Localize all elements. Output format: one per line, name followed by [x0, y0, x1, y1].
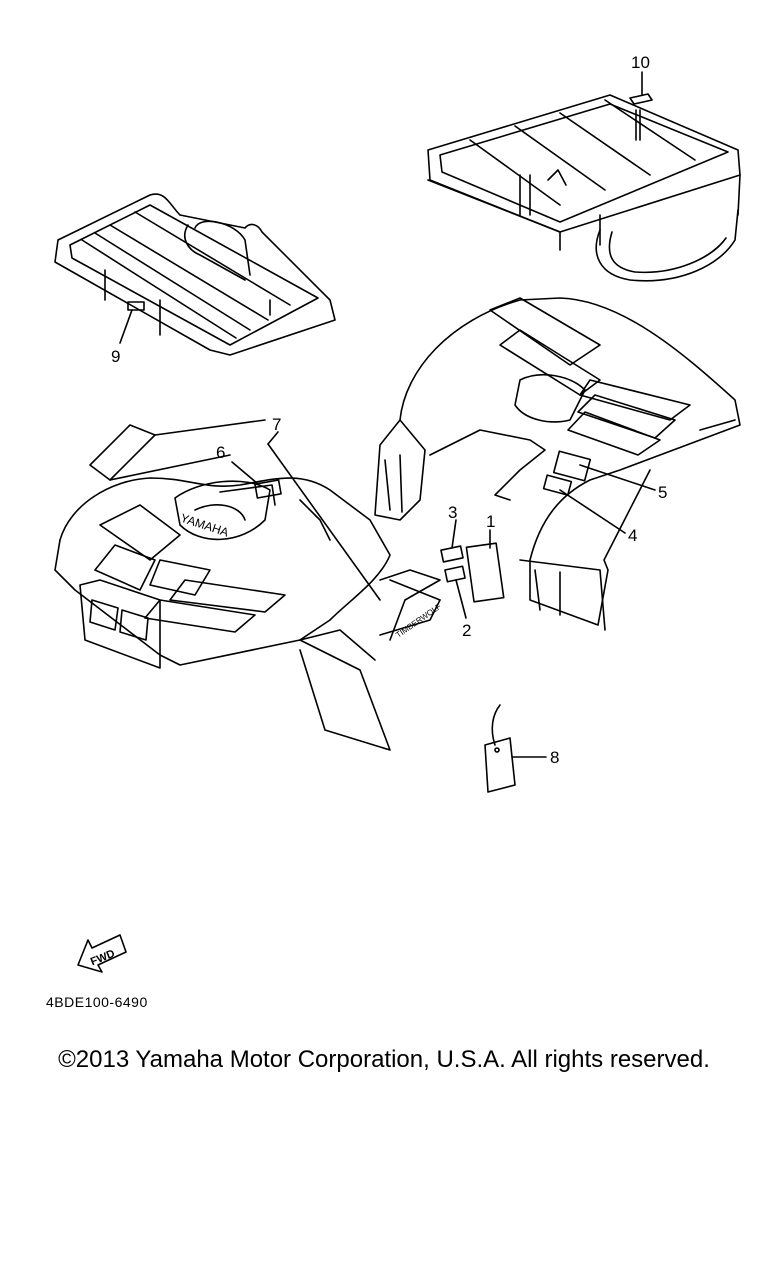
- part-number-8: 8: [550, 748, 559, 767]
- tag-8: [485, 705, 515, 792]
- part-number-1: 1: [486, 512, 495, 531]
- decal-10: [630, 94, 652, 104]
- decal-1: [466, 543, 503, 602]
- fwd-arrow-icon: [78, 935, 126, 972]
- rear-fender: [375, 298, 740, 630]
- decal-2: [445, 566, 465, 581]
- part-number-10: 10: [631, 53, 650, 72]
- part-number-9: 9: [111, 347, 120, 366]
- decal-3: [441, 546, 463, 562]
- fwd-label: FWD: [89, 948, 117, 969]
- decal-7: [90, 420, 440, 640]
- copyright-text: ©2013 Yamaha Motor Corporation, U.S.A. A…: [58, 1046, 710, 1073]
- drawing-code: 4BDE100-6490: [46, 994, 148, 1010]
- leader-lines: [120, 72, 655, 757]
- decal-5: [554, 451, 591, 481]
- part-number-5: 5: [658, 483, 667, 502]
- decal-6: [255, 480, 281, 498]
- part-number-6: 6: [216, 443, 225, 462]
- decal-yamaha-text: YAMAHA: [179, 511, 231, 540]
- decal-4: [544, 475, 572, 495]
- exploded-parts-diagram: YAMAHA TIMBERWOLF FWD 1 2 3 4 5 6 7 8 9 …: [0, 53, 768, 1000]
- rear-carrier: [428, 95, 740, 281]
- part-number-3: 3: [448, 503, 457, 522]
- part-number-2: 2: [462, 621, 471, 640]
- part-number-4: 4: [628, 526, 637, 545]
- front-carrier: [55, 194, 335, 355]
- front-fender: [55, 478, 390, 750]
- part-number-7: 7: [272, 415, 281, 434]
